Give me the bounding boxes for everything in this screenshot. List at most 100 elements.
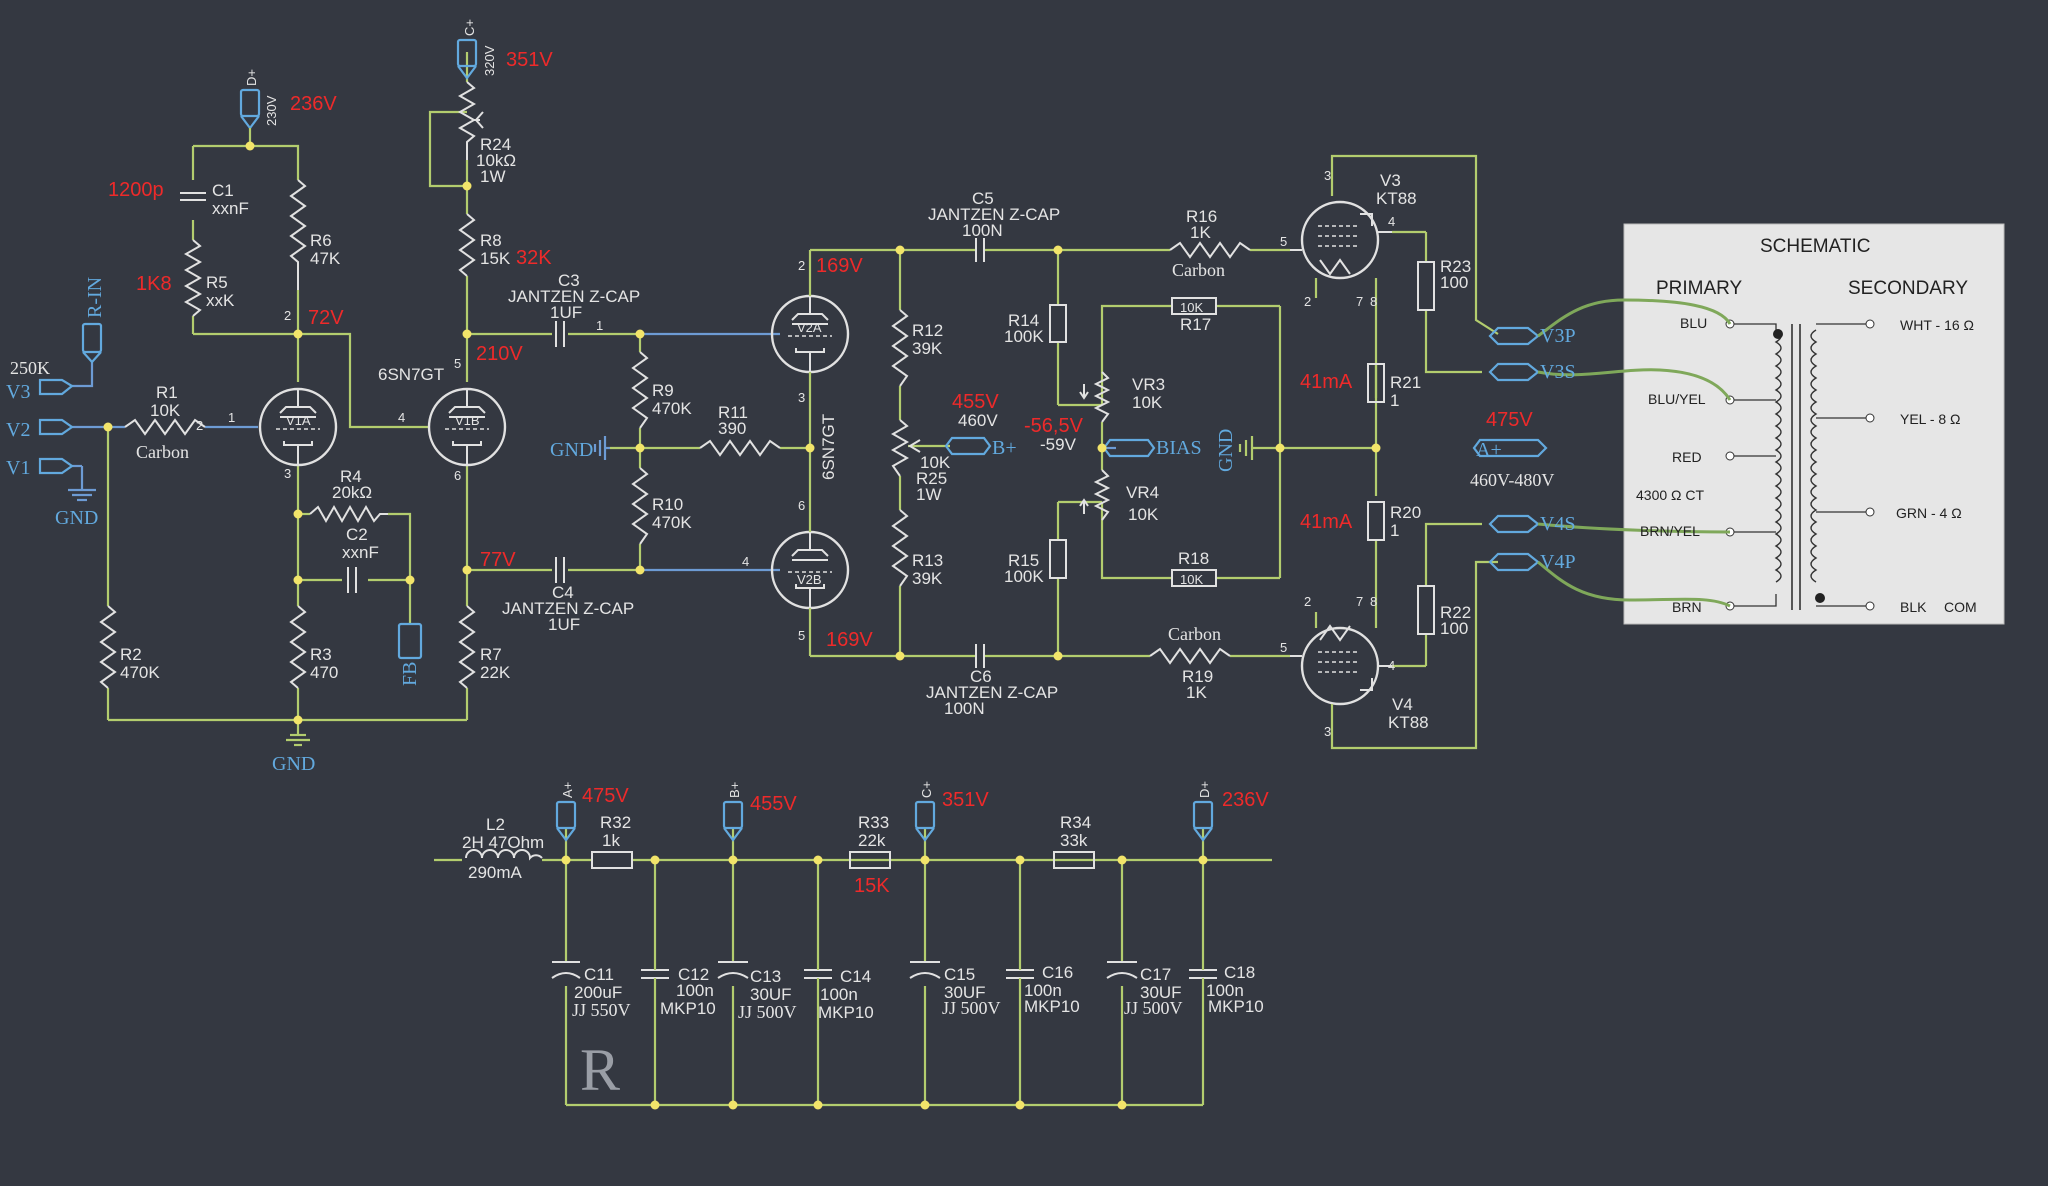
label-psu-a: A+ [560, 782, 575, 798]
label-v4: V4 [1392, 695, 1413, 714]
label-r33: R33 [858, 813, 889, 832]
label-v3p: V3P [1540, 325, 1576, 347]
label-l2-v: 2H 47Ohm [462, 833, 544, 852]
label-r5: R5 [206, 273, 228, 292]
label-v1a: V1A [286, 413, 311, 428]
label-r34-v: 33k [1060, 831, 1088, 850]
label-vr4: VR4 [1126, 483, 1159, 502]
label-r21: R21 [1390, 373, 1421, 392]
label-c-plus-v: 320V [482, 45, 497, 76]
label-gnd-coupling: GND [550, 439, 593, 461]
driver-wires [898, 248, 1376, 658]
label-blk: BLK [1900, 599, 1927, 615]
label-r3: R3 [310, 645, 332, 664]
svg-text:2: 2 [798, 258, 805, 273]
label-c12-v: 100n [676, 981, 714, 1000]
label-red: RED [1672, 449, 1702, 465]
label-v2b: V2B [797, 572, 822, 587]
label-r22: R22 [1440, 603, 1471, 622]
label-c16-v: 100n [1024, 981, 1062, 1000]
label-r14-v: 100K [1004, 327, 1044, 346]
label-ct: 4300 Ω CT [1636, 487, 1705, 503]
label-v3: V3 [1380, 171, 1401, 190]
coupling-labels: C3 JANTZEN Z-CAP 1UF C4 JANTZEN Z-CAP 1U… [502, 255, 873, 651]
svg-text:2: 2 [1304, 594, 1311, 609]
label-c18-type: MKP10 [1208, 997, 1264, 1016]
svg-text:6: 6 [798, 498, 805, 513]
label-r20-v: 1 [1390, 521, 1399, 540]
label-c6-type: JANTZEN Z-CAP [926, 683, 1058, 702]
label-c15-type: JJ 500V [942, 998, 1001, 1018]
label-r19-v: 1K [1186, 683, 1207, 702]
label-v3s: V3S [1540, 361, 1576, 383]
label-c11: C11 [584, 965, 614, 984]
label-r7-v: 22K [480, 663, 511, 682]
label-c4-type: JANTZEN Z-CAP [502, 599, 634, 618]
label-v4-type: KT88 [1388, 713, 1429, 732]
label-c11-v: 200uF [574, 983, 622, 1002]
label-r6-v: 47K [310, 249, 341, 268]
junction-dots [103, 141, 1381, 1110]
label-c2-v: xxnF [342, 543, 379, 562]
label-r25-v2: 460V [958, 411, 998, 430]
label-r25-w: 1W [916, 485, 942, 504]
label-r15-v: 100K [1004, 567, 1044, 586]
label-r12-v: 39K [912, 339, 943, 358]
label-r11: R11 [718, 403, 748, 422]
meas-c-plus: 351V [506, 49, 553, 71]
label-r20: R20 [1390, 503, 1421, 522]
label-r3-v: 470 [310, 663, 338, 682]
label-v1: V1 [6, 457, 30, 479]
label-c17-v: 30UF [1140, 983, 1182, 1002]
label-c1-v: xxnF [212, 199, 249, 218]
label-r24-v: 10kΩ [476, 151, 516, 170]
driver-parts [890, 238, 1254, 668]
meas-psu-b: 455V [750, 793, 797, 815]
label-c14-type: MKP10 [818, 1003, 874, 1022]
label-gnd-in: GND [55, 507, 98, 529]
label-l2-i: 290mA [468, 863, 523, 882]
label-a-plus: A+ [1476, 439, 1502, 461]
label-c11-type: JJ 550V [572, 1000, 631, 1020]
label-c13-type: JJ 500V [738, 1002, 797, 1022]
label-a-plus-v: 460V-480V [1470, 470, 1554, 490]
output-tube-v3 [1290, 200, 1392, 280]
label-c6-v: 100N [944, 699, 985, 718]
label-c17: C17 [1140, 965, 1171, 984]
svg-text:1: 1 [596, 318, 603, 333]
svg-text:4: 4 [1388, 214, 1395, 229]
svg-text:7: 7 [1356, 294, 1363, 309]
meas-d-plus: 236V [290, 93, 337, 115]
coupling-wires [467, 332, 810, 572]
label-vr3: VR3 [1132, 375, 1165, 394]
label-r1-type: Carbon [136, 442, 189, 462]
label-d-plus-v: 230V [264, 95, 279, 126]
meas-psu-a: 475V [582, 785, 629, 807]
label-c5-type: JANTZEN Z-CAP [928, 205, 1060, 224]
label-psu-b: B+ [727, 782, 742, 798]
label-v1b: V1B [455, 413, 480, 428]
label-r10: R10 [652, 495, 683, 514]
label-c3-type: JANTZEN Z-CAP [508, 287, 640, 306]
label-yel: YEL - 8 Ω [1900, 411, 1961, 427]
label-r17-v: 10K [1180, 300, 1203, 315]
input-blue-wires [72, 362, 258, 490]
svg-text:2: 2 [1304, 294, 1311, 309]
label-brn: BRN [1672, 599, 1702, 615]
svg-text:7: 7 [1356, 594, 1363, 609]
label-r21-v: 1 [1390, 391, 1399, 410]
transformer-labels: SCHEMATIC PRIMARY SECONDARY BLU BLU/YEL … [1636, 236, 1977, 615]
svg-text:5: 5 [1280, 234, 1287, 249]
input-ports [38, 322, 423, 747]
label-r18: R18 [1178, 549, 1209, 568]
d-plus-port [239, 88, 261, 130]
label-r1: R1 [156, 383, 178, 402]
label-r32: R32 [600, 813, 631, 832]
label-r8: R8 [480, 231, 502, 250]
label-r7: R7 [480, 645, 502, 664]
v1-stage-labels: D+ 230V 236V 1200p C1 xxnF 1K8 R5 xxK R6… [108, 19, 553, 775]
meas-v2a-plate: 169V [816, 255, 863, 277]
svg-text:3: 3 [1324, 168, 1331, 183]
meas-psu-c: 351V [942, 789, 989, 811]
